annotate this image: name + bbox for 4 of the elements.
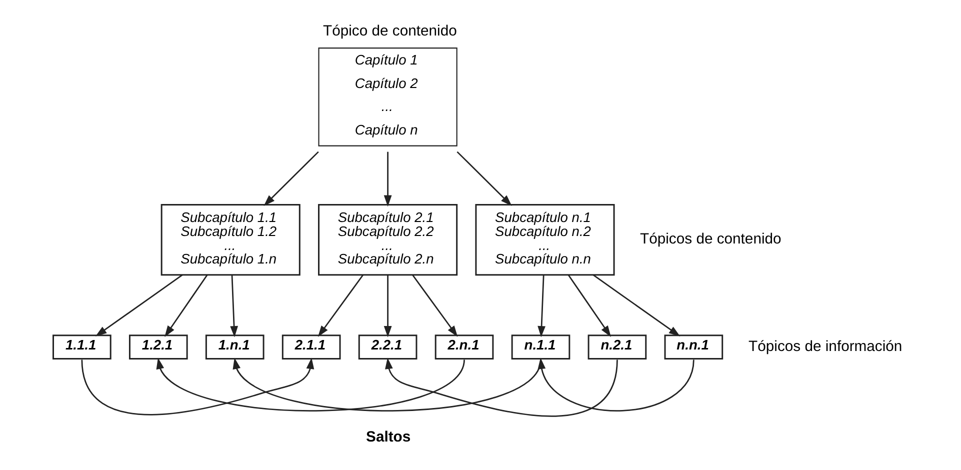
node-label: Tópico de contenido xyxy=(322,24,456,40)
label: Tópicos de información xyxy=(748,338,902,355)
label: Tópicos de contenido xyxy=(640,232,781,248)
label: Saltos xyxy=(366,429,410,446)
